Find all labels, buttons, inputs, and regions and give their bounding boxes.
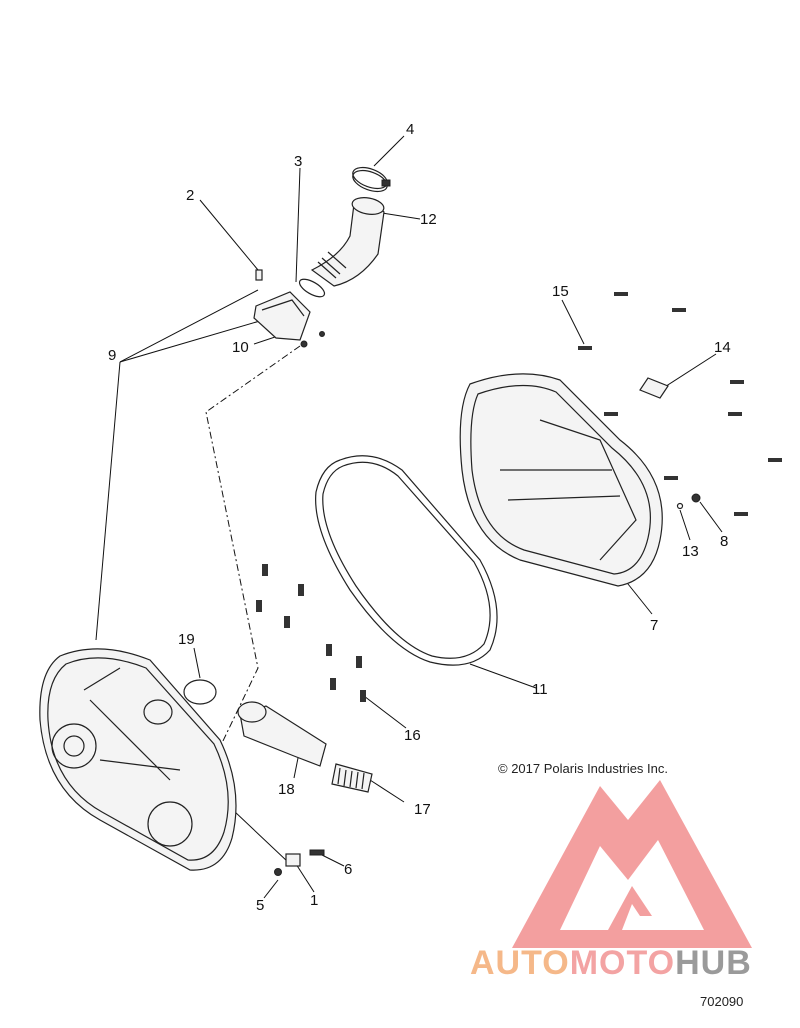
- alignment-dashed-line: [205, 345, 301, 769]
- callout-4: 4: [406, 121, 414, 138]
- callout-8: 8: [720, 533, 728, 550]
- outer-cover-part-7: [459, 373, 663, 587]
- watermark-text: AUTOMOTOHUB: [470, 944, 752, 983]
- callout-17: 17: [414, 801, 431, 818]
- inlet-duct-part-18: [237, 701, 327, 767]
- clamp-part-19: [183, 679, 217, 705]
- callout-labels: 1 2 3 4 5 6 7 8 9 10 11 12 13 14 15 16 1…: [108, 121, 731, 914]
- bushing-part-1: [285, 853, 301, 867]
- inner-cover: [39, 648, 237, 871]
- callout-7: 7: [650, 617, 658, 634]
- watermark-logo: [512, 780, 752, 948]
- watermark-moto: MOTO: [569, 944, 676, 982]
- callout-3: 3: [294, 153, 302, 170]
- callout-1: 1: [310, 892, 318, 909]
- callout-18: 18: [278, 781, 295, 798]
- washer-part-13: [676, 502, 684, 510]
- filter-part-17: [331, 763, 373, 793]
- diagram-id: 702090: [700, 994, 744, 1009]
- bolts-middle: [256, 564, 366, 702]
- callout-6: 6: [344, 861, 352, 878]
- clamp-part-4: [352, 166, 391, 193]
- callout-11: 11: [532, 681, 548, 698]
- bolt-part-6: [309, 849, 325, 856]
- callout-5: 5: [256, 897, 264, 914]
- copyright-notice: © 2017 Polaris Industries Inc.: [498, 761, 668, 776]
- callout-15: 15: [552, 283, 569, 300]
- bolts-right: [578, 292, 782, 516]
- callout-13: 13: [682, 543, 699, 560]
- label-part-14: [639, 377, 669, 399]
- nut-part-8: [691, 493, 701, 503]
- callout-2: 2: [186, 187, 194, 204]
- nut-part-5: [274, 868, 282, 876]
- adapter-part-10: [253, 269, 325, 348]
- watermark-auto: AUTO: [470, 944, 570, 982]
- callout-14: 14: [714, 339, 731, 356]
- drive-belt-part-11: [315, 455, 498, 666]
- seal-part-3: [298, 278, 326, 298]
- duct-hose-part-12: [310, 197, 385, 287]
- callout-10: 10: [232, 339, 249, 356]
- callout-9: 9: [108, 347, 116, 364]
- callout-19: 19: [178, 631, 195, 648]
- callout-16: 16: [404, 727, 421, 744]
- callout-12: 12: [420, 211, 437, 228]
- watermark-hub: HUB: [675, 944, 752, 982]
